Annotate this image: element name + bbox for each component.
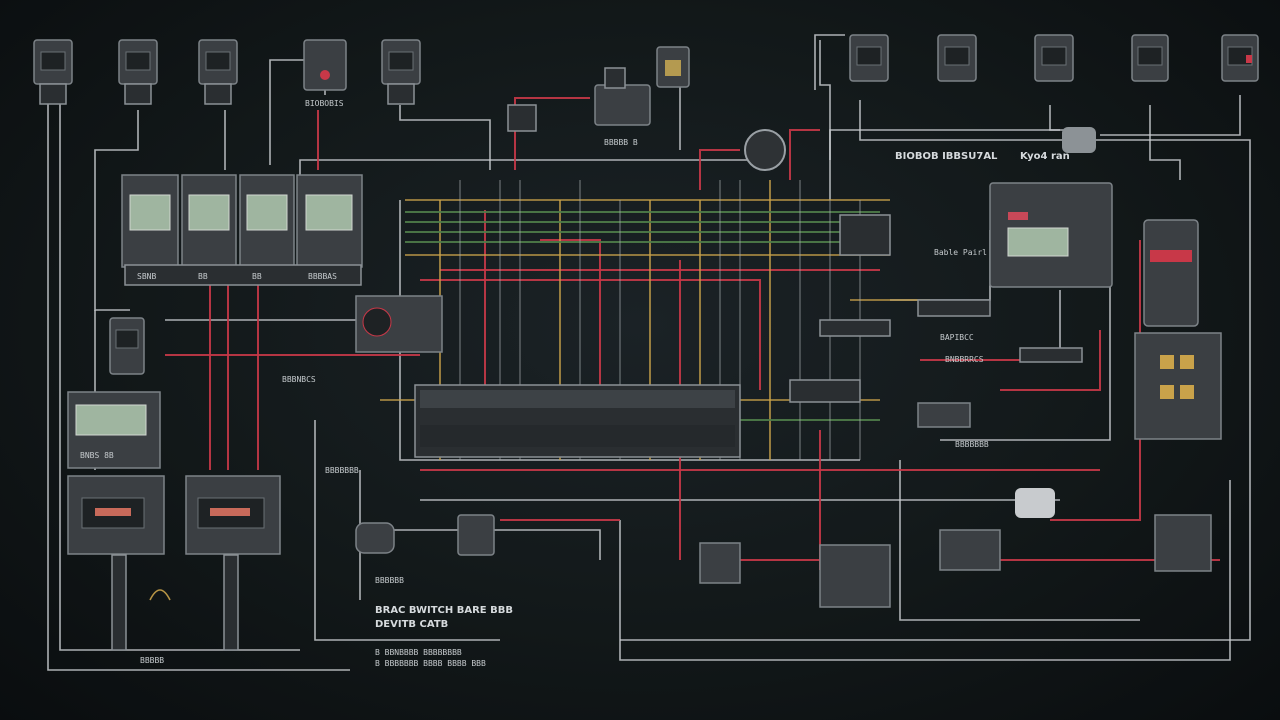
footer-line-2: B BBBBBBB BBBB BBBB BBB — [375, 659, 486, 668]
small-label-3: BBBBBBB — [955, 440, 989, 449]
panel-label-2: BB — [198, 272, 208, 281]
top-device-label: BIOBOBIS — [305, 99, 344, 108]
caption-line-1: BRAC BWITCH BARE BBB — [375, 605, 513, 616]
bottom-left-label: BBBBB — [140, 656, 164, 665]
left-devices — [67, 295, 443, 651]
relay-label: BBBBB B — [604, 138, 638, 147]
panel-label-3: BB — [252, 272, 262, 281]
small-label-1: BBBBBBB — [325, 466, 359, 475]
green-busbars — [405, 211, 880, 421]
panel-label-4: BBBBAS — [308, 272, 337, 281]
side-label-2: BNBBRRCS — [945, 355, 984, 364]
mid-label: BBBNBCS — [282, 375, 316, 384]
panel-label: Bable Pairl — [934, 248, 987, 257]
panel-label-1: SBNB — [137, 272, 156, 281]
breaker-panels — [121, 174, 363, 286]
side-label: BAPIBCC — [940, 333, 974, 342]
small-label-2: BBBBBB — [375, 576, 404, 585]
footer-line-1: B BBNBBBB BBBBBBBB — [375, 648, 462, 657]
right-devices — [355, 182, 1222, 608]
header-right-label: Kyo4 ran — [1020, 151, 1070, 162]
terminal-block — [414, 214, 891, 458]
header-left-label: BIOBOB IBBSU7AL — [895, 151, 998, 162]
top-meters — [33, 34, 1259, 171]
caption-line-2: DEVITB CATB — [375, 619, 448, 630]
left-meter-label: BNBS 8B — [80, 451, 114, 460]
